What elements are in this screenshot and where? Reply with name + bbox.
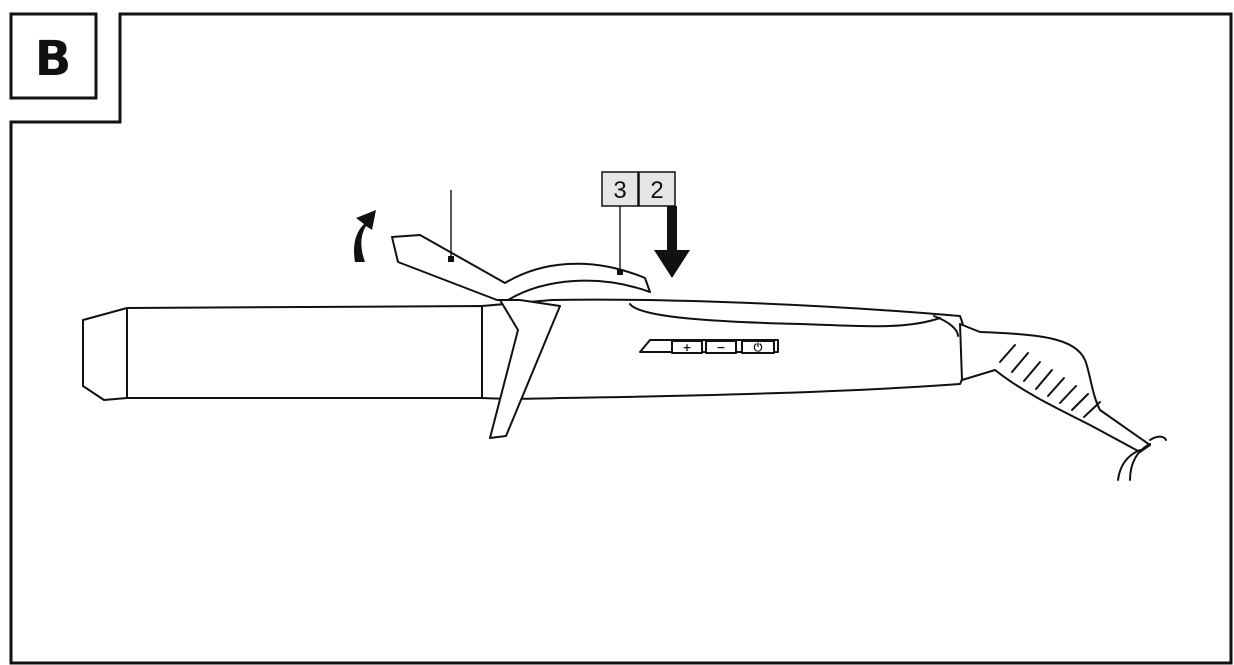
control-panel: + − ⏻ — [639, 339, 779, 354]
barrel — [82, 305, 483, 401]
press-arrow-icon — [654, 206, 690, 278]
minus-button-label: − — [716, 341, 725, 354]
power-icon: ⏻ — [754, 341, 763, 354]
callout-3-box — [601, 171, 639, 207]
callout-3-label: 3 — [613, 177, 626, 204]
power-button[interactable] — [741, 340, 775, 354]
outer-frame — [9, 12, 1233, 665]
plus-button-label: + — [682, 341, 691, 354]
open-arrow-icon — [354, 210, 376, 262]
panel-letter: B — [35, 31, 72, 87]
minus-button[interactable] — [705, 340, 737, 354]
power-cord — [959, 323, 1167, 481]
callout-2-box — [638, 171, 676, 207]
callout-2-label: 2 — [650, 177, 663, 204]
clamp-lever — [391, 234, 651, 439]
panel-tag-box — [9, 12, 98, 100]
plus-button[interactable] — [671, 340, 703, 354]
